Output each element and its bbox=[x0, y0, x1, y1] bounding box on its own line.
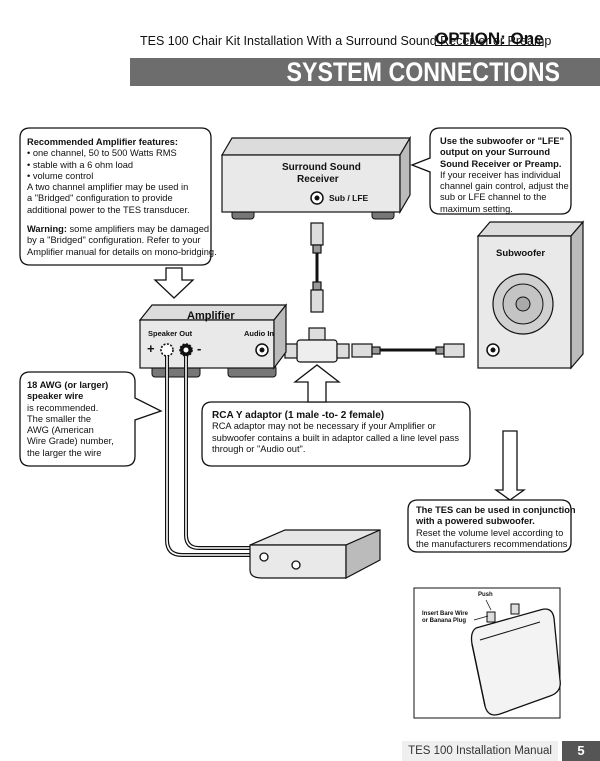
arrows bbox=[153, 267, 527, 501]
amp-side bbox=[273, 303, 287, 370]
rca-cable-vertical bbox=[310, 222, 324, 313]
arrow-down-to-amplifier bbox=[153, 267, 195, 299]
audio-in-label: Audio In bbox=[244, 329, 274, 338]
receiver-title: Surround Sound bbox=[282, 162, 361, 173]
receiver-body bbox=[221, 154, 401, 213]
callout-rca-adaptor: RCA Y adaptor (1 male -to- 2 female) RCA… bbox=[212, 410, 459, 455]
amp-terminal-positive bbox=[160, 343, 174, 357]
powered-sub-bold-line: The TES can be used in conjunction bbox=[416, 505, 576, 515]
rca-cable-horizontal bbox=[351, 343, 465, 358]
page-subtitle: TES 100 Chair Kit Installation With a Su… bbox=[140, 34, 552, 48]
wire-bold-line: 18 AWG (or larger) bbox=[27, 380, 109, 390]
amp-feature-line: A two channel amplifier may be used in bbox=[27, 182, 189, 193]
callout-rca-box bbox=[201, 401, 471, 467]
rca-line: subwoofer contains a built in adaptor ca… bbox=[212, 432, 460, 443]
tes-transducer bbox=[249, 529, 381, 579]
amp-feature-line: additional power to the TES transducer. bbox=[27, 204, 190, 215]
powered-sub-line: the manufacturers recommendations bbox=[416, 538, 568, 549]
amplifier-title: Amplifier bbox=[187, 310, 235, 322]
inset-insert-label: Insert Bare Wire bbox=[422, 611, 468, 617]
amp-body bbox=[139, 319, 275, 369]
callout-amplifier-box bbox=[19, 127, 212, 266]
amplifier-device bbox=[138, 303, 288, 378]
rca-line: through or "Audio out". bbox=[212, 443, 306, 454]
warning-label: Warning: bbox=[27, 224, 67, 235]
banner: SYSTEM CONNECTIONS bbox=[130, 58, 600, 86]
sub-output-bold-line: Use the subwoofer or "LFE" bbox=[440, 136, 565, 146]
sub-output-line: sub or LFE channel to the bbox=[440, 192, 547, 203]
callout-speaker-wire: 18 AWG (or larger) speaker wire is recom… bbox=[27, 380, 114, 459]
sub-output-bold-line: Sound Receiver or Preamp. bbox=[440, 158, 562, 169]
wire-line: AWG (American bbox=[27, 425, 94, 436]
callout-speaker-wire-box bbox=[19, 371, 163, 467]
arrow-down-to-subwoofer bbox=[493, 430, 527, 501]
callout-powered-sub: The TES can be used in conjunction with … bbox=[416, 505, 576, 550]
option-label: OPTION: One bbox=[435, 29, 544, 48]
sub-output-line: maximum setting. bbox=[440, 203, 513, 214]
sub-output-bold-line: output on your Surround bbox=[440, 147, 550, 158]
tes-side bbox=[345, 529, 381, 579]
callout-subwoofer-output-box bbox=[410, 127, 572, 215]
amp-feature-line: • volume control bbox=[27, 170, 94, 181]
callout-amplifier-features: Recommended Amplifier features: • one ch… bbox=[27, 137, 217, 258]
banner-title: SYSTEM CONNECTIONS bbox=[286, 57, 560, 87]
amp-features-title: Recommended Amplifier features: bbox=[27, 137, 179, 147]
inset-push-label: Push bbox=[478, 592, 493, 598]
wire-line: the larger the wire bbox=[27, 447, 102, 458]
amp-feature-line: • one channel, 50 to 500 Watts RMS bbox=[27, 148, 177, 159]
powered-sub-bold-line: with a powered subwoofer. bbox=[416, 516, 535, 527]
plus-label: + bbox=[147, 341, 155, 356]
sub-top bbox=[476, 221, 585, 237]
wire-line: Wire Grade) number, bbox=[27, 436, 114, 447]
subwoofer-title: Subwoofer bbox=[496, 248, 546, 259]
warning-line: Amplifier manual for details on mono-bri… bbox=[27, 246, 217, 257]
powered-sub-line: Reset the volume level according to bbox=[416, 527, 564, 538]
inset-detail bbox=[413, 587, 561, 719]
callout-shapes bbox=[19, 127, 572, 553]
callout-powered-sub-box bbox=[407, 499, 572, 553]
footer-manual-title: TES 100 Installation Manual bbox=[402, 741, 558, 761]
page-number: 5 bbox=[562, 741, 600, 761]
sub-output-line: If your receiver has individual bbox=[440, 169, 561, 180]
subwoofer-device bbox=[476, 220, 585, 370]
rca-title: RCA Y adaptor (1 male -to- 2 female) bbox=[212, 410, 385, 421]
rca-line: RCA adaptor may not be necessary if your… bbox=[212, 421, 436, 432]
warning-text: some amplifiers may be damaged bbox=[66, 224, 210, 235]
warning-line: by a "Bridged" configuration. Refer to y… bbox=[27, 235, 201, 246]
wire-line: The smaller the bbox=[27, 413, 92, 424]
callout-subwoofer-output: Use the subwoofer or "LFE" output on you… bbox=[440, 136, 569, 215]
receiver-subtitle: Receiver bbox=[297, 174, 339, 185]
sub-output-line: channel gain control, adjust the bbox=[440, 181, 569, 192]
amp-feature-line: • stable with a 6 ohm load bbox=[27, 159, 134, 170]
sub-side bbox=[570, 220, 584, 370]
minus-label: - bbox=[197, 341, 202, 356]
amp-feature-line: a "Bridged" configuration to provide bbox=[27, 193, 173, 204]
inset-insert-label: or Banana Plug bbox=[422, 618, 467, 624]
rca-y-adaptor bbox=[284, 327, 350, 363]
wire-line: is recommended. bbox=[27, 402, 99, 413]
receiver-top bbox=[220, 137, 412, 156]
receiver-side bbox=[399, 135, 411, 215]
wire-bold-line: speaker wire bbox=[27, 391, 84, 402]
receiver-device bbox=[220, 135, 412, 220]
speaker-out-label: Speaker Out bbox=[148, 329, 193, 338]
arrow-up-to-adaptor bbox=[293, 364, 341, 403]
receiver-port-label: Sub / LFE bbox=[329, 193, 369, 203]
